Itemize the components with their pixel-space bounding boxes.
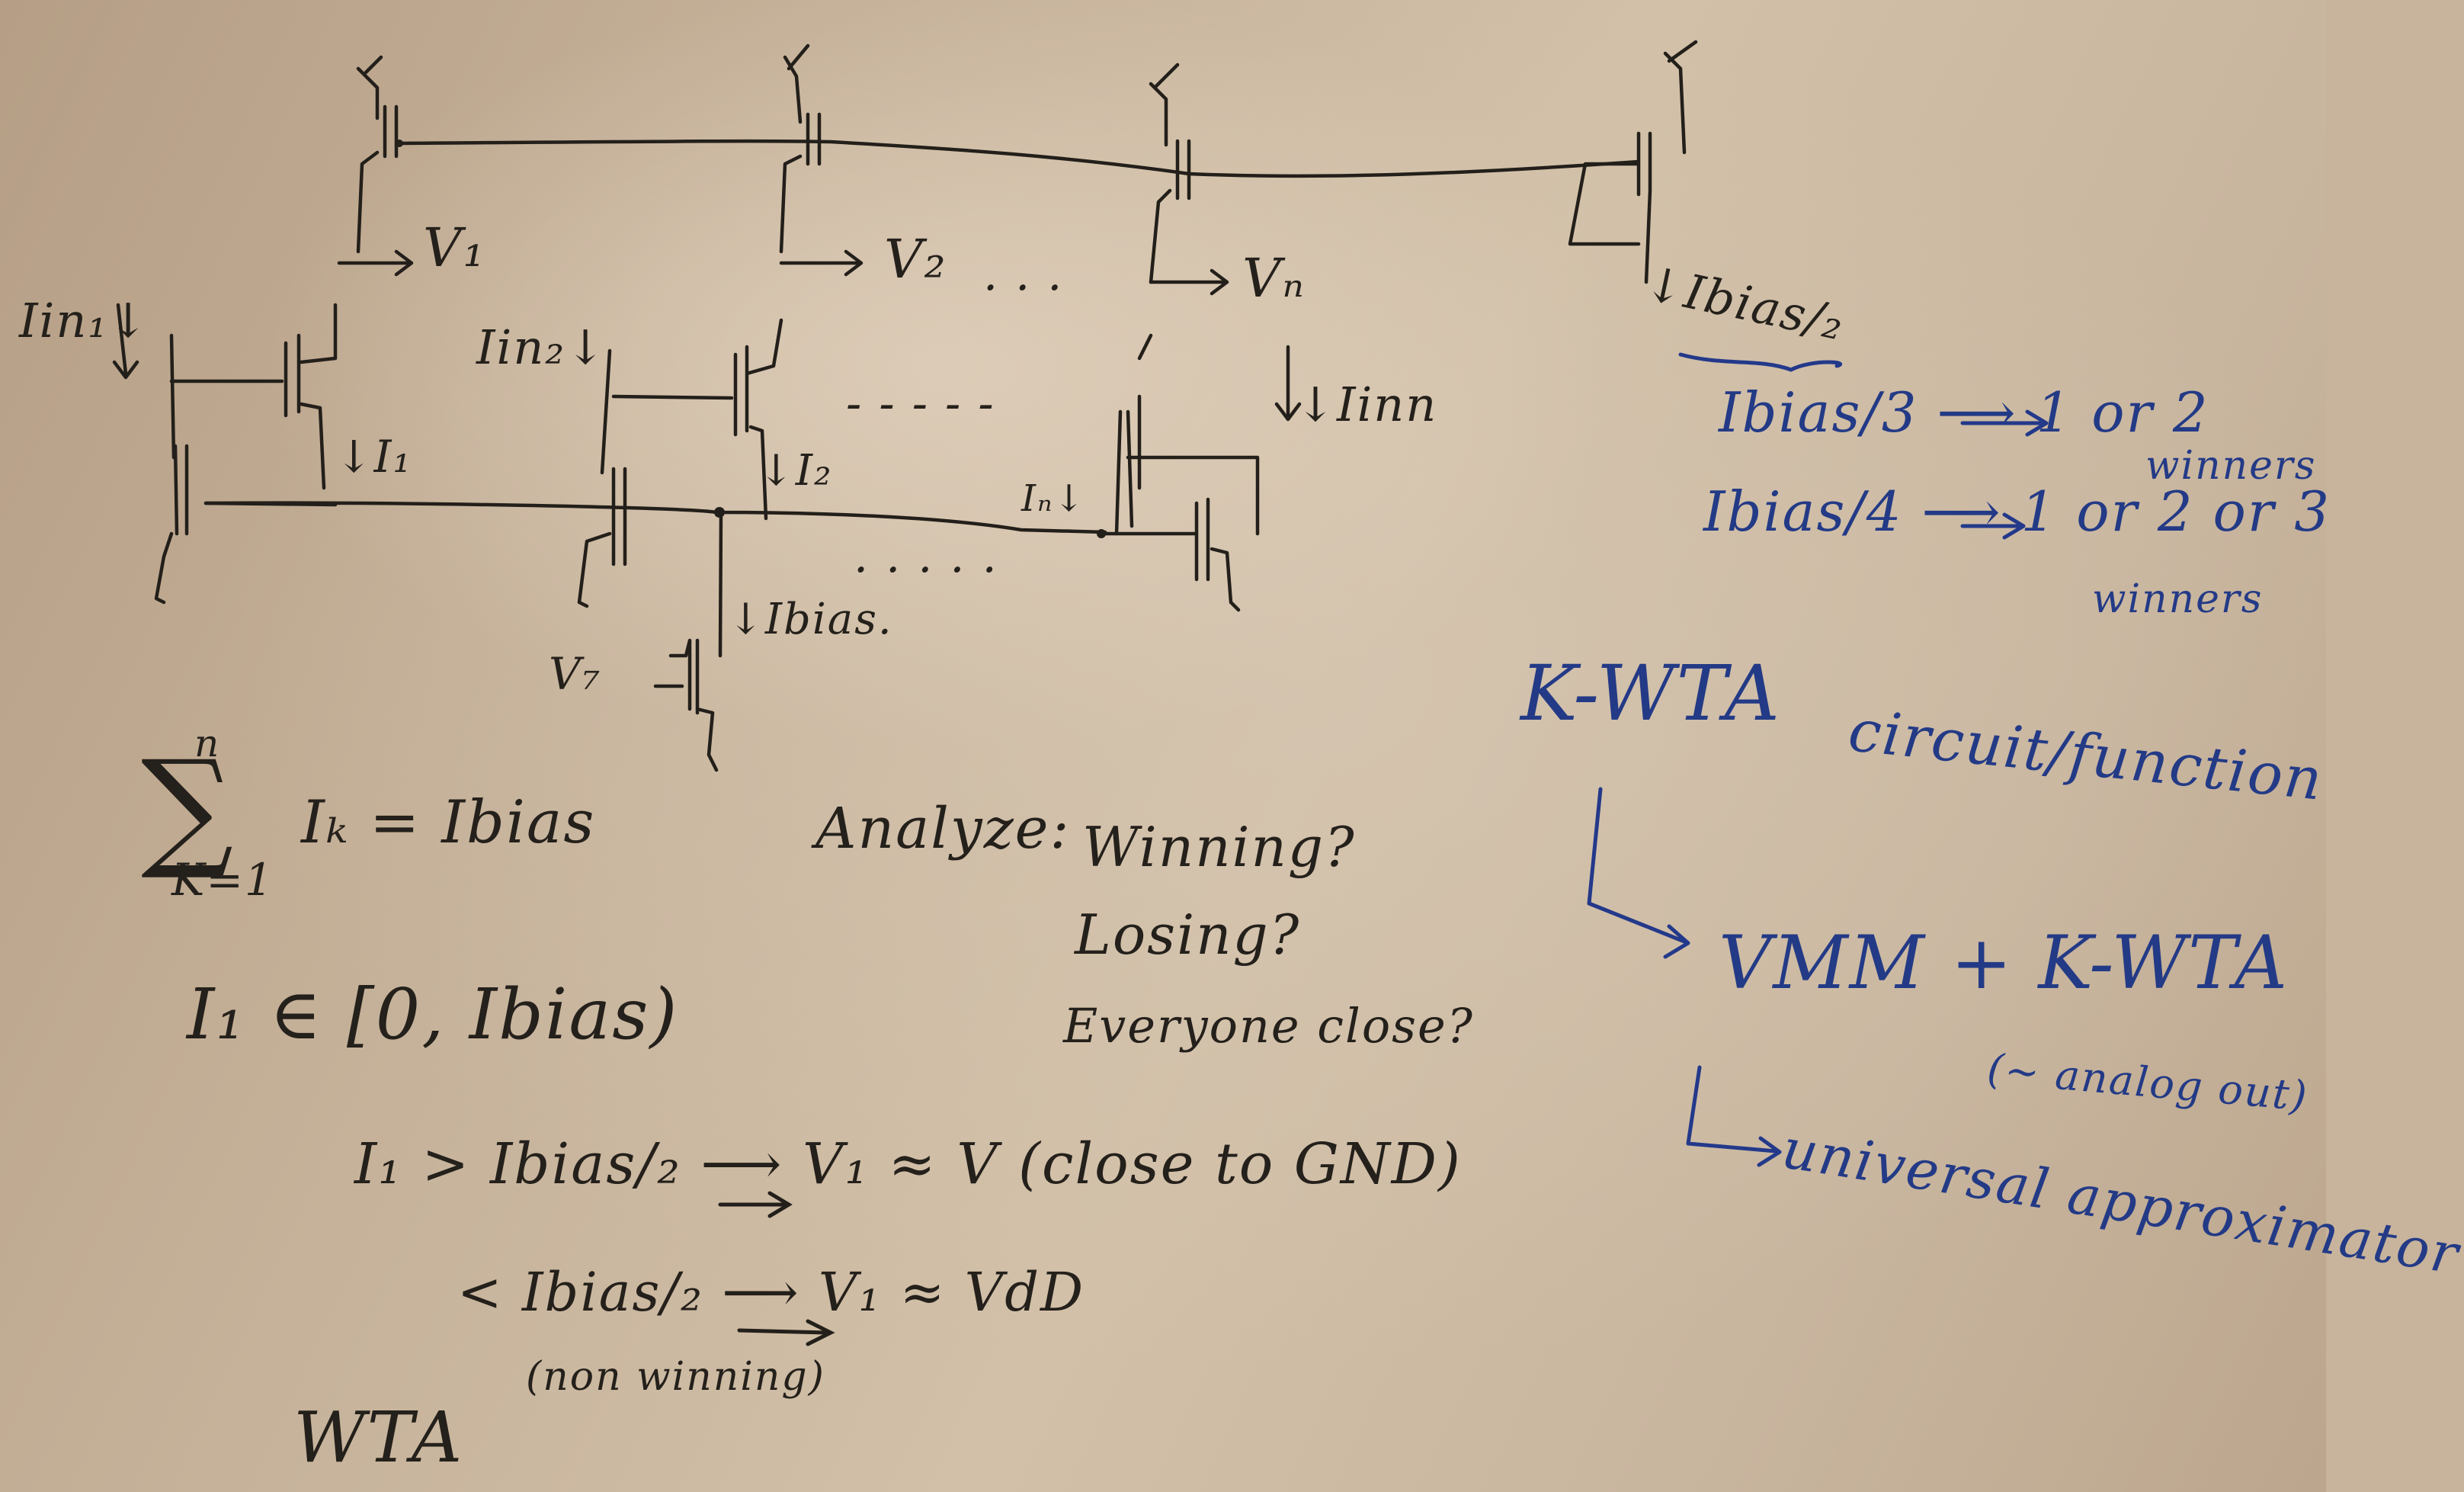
pmos-1-gate-node [396,140,403,147]
nmos-tail [653,510,723,772]
pmos-diode [1568,40,1698,284]
common-source-bus [203,501,1107,534]
sum-equation: Iₖ = Ibias [301,788,596,857]
nmos-mirror-2 [577,467,627,608]
blue-annotations [1587,352,2049,1167]
label-v2: V₂ [884,228,947,290]
label-v1: V₁ [423,217,486,279]
note-ibias3: Ibias/3 ⟶ 1 or 2 [1719,380,2209,444]
equation-arrows [718,1191,835,1346]
label-iin2: Iin₂↓ [476,319,607,375]
label-dot-row: . . . . . [854,530,998,583]
analyze-label: Analyze: [815,796,1071,862]
pmos-1 [356,55,399,254]
nmos-mirror-1 [154,444,338,605]
analyze-item-everyone-close: Everyone close? [1063,998,1474,1054]
label-vn: Vₙ [1242,247,1306,310]
ibias4-arrow [1960,512,2026,540]
note-ibias3-winners: winners [2145,443,2317,489]
iinn-arrow [1274,345,1302,422]
analyze-item-winning: Winning? [1082,815,1356,879]
nmos-input-2 [600,318,783,521]
label-in: Iₙ↓ [1021,477,1086,520]
gt-arrow [718,1191,793,1218]
pmos-2 [779,43,822,254]
vmm-kwta: VMM + K-WTA [1719,920,2289,1006]
kwta-down-arrow [1587,787,1690,959]
nmos-input-1 [169,303,338,490]
range-equation: I₁ ∈ [0, Ibias) [187,974,679,1055]
note-ibias4-winners: winners [2092,576,2264,622]
label-vt: V₇ [549,648,602,700]
sum-symbol: ∑ [141,733,236,884]
vn-arrow [1149,268,1229,296]
wta-label: WTA [293,1397,464,1478]
analyze-item-losing: Losing? [1075,903,1301,967]
label-dash-row: - - - - - [846,377,995,431]
sum-upper-limit: n [194,721,221,765]
label-ibias: ↓Ibias. [728,595,893,644]
wta-circuit-diagram [112,40,1698,772]
iin1-arrow [112,303,139,380]
common-node-right [1097,529,1106,538]
note-ibias4: Ibias/4 ⟶ 1 or 2 or 3 [1703,480,2331,544]
label-i2: ↓I₂ [758,446,833,496]
non-winning-note: (non winning) [526,1354,825,1400]
kwta-title: K-WTA [1520,649,1781,738]
v2-arrow [779,249,864,277]
underbrace [1678,352,1843,372]
label-iin1: Iin₁↓ [19,293,150,348]
label-dots-top: . . . [983,248,1064,301]
gt-equation: I₁ > Ibias/₂ ⟶ V₁ ≈ V (close to GND) [354,1131,1462,1197]
lt-equation: < Ibias/₂ ⟶ V₁ ≈ VdD [457,1261,1085,1324]
v1-arrow [337,249,414,277]
nmos-mirror-n [1103,497,1241,612]
pmos-n [1149,63,1191,284]
lt-arrow [737,1319,835,1346]
vmm-down-arrow [1686,1065,1782,1167]
nmos-input-n [1114,333,1260,536]
ibias3-arrow [1960,409,2049,437]
label-i1: ↓I₁ [335,431,412,483]
sum-lower-limit: K=1 [171,854,274,906]
label-iinn: ↓Iinn [1296,377,1438,432]
pmos-gate-bus [398,139,1641,178]
